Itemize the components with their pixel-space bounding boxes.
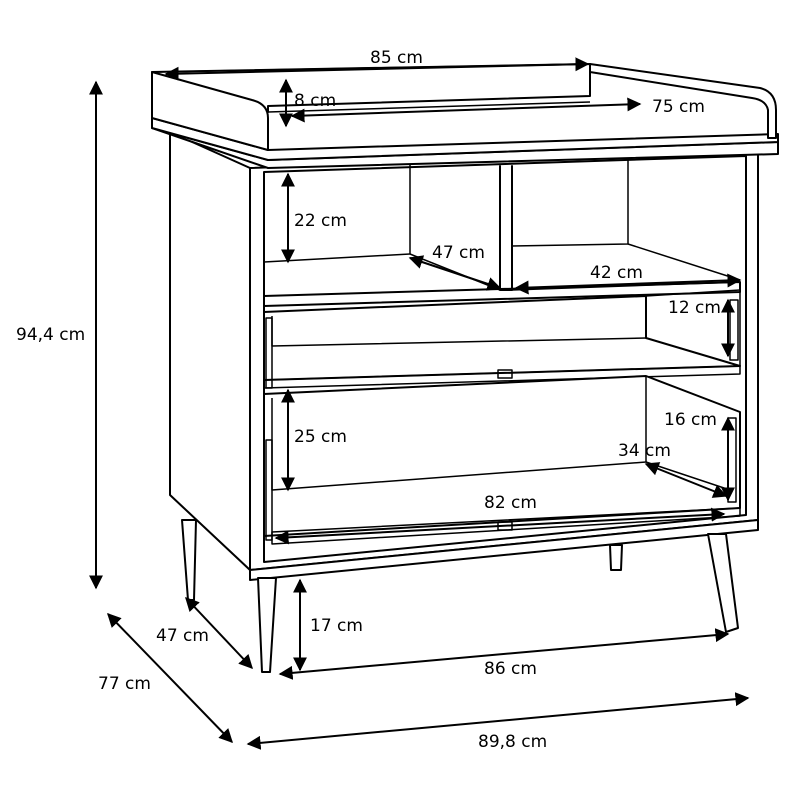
label-drawer2-depth: 34 cm [618, 441, 671, 461]
label-drawer2-outer-height: 16 cm [664, 410, 717, 430]
label-drawer1-height: 12 cm [668, 298, 721, 318]
dimension-lines [89, 57, 750, 750]
drawer1-handle [497, 369, 513, 379]
bottom-drawer [263, 375, 741, 537]
label-top-width: 85 cm [370, 48, 423, 68]
front-left-leg [257, 577, 277, 673]
label-leg-height: 17 cm [310, 616, 363, 636]
label-drawer2-width: 82 cm [484, 493, 537, 513]
label-total-depth: 77 cm [98, 674, 151, 694]
label-upper-shelf-depth: 47 cm [432, 243, 485, 263]
back-middle-leg [609, 544, 623, 571]
right-rail [589, 63, 777, 139]
label-body-width: 86 cm [484, 659, 537, 679]
front-right-leg [707, 533, 739, 633]
dimension-labels: 85 cm 8 cm 75 cm 94,4 cm 22 cm 47 cm 42 … [16, 48, 721, 752]
label-total-height: 94,4 cm [16, 325, 85, 345]
label-total-width: 89,8 cm [478, 732, 547, 752]
label-upper-right-depth: 42 cm [590, 263, 643, 283]
back-left-leg [181, 519, 197, 601]
left-rail [151, 71, 269, 151]
furniture-outline [151, 63, 779, 673]
label-body-depth: 47 cm [156, 626, 209, 646]
label-top-depth: 75 cm [652, 97, 705, 117]
label-drawer2-inner-height: 25 cm [294, 427, 347, 447]
side-panel [169, 131, 251, 571]
label-upper-shelf-height: 22 cm [294, 211, 347, 231]
label-rail-height: 8 cm [294, 91, 336, 111]
